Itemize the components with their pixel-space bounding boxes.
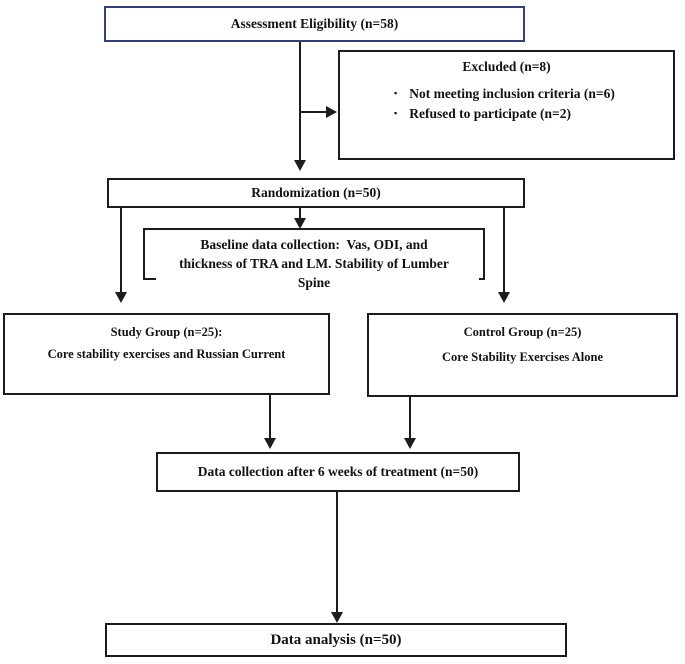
arrow-collection-to-analysis-line (336, 492, 338, 613)
arrow-randomization-to-control-head-icon (498, 292, 510, 303)
arrow-randomization-to-baseline-head-icon (294, 218, 306, 229)
excluded-item: ▪ Refused to participate (n=2) (394, 104, 673, 124)
data-collection-label: Data collection after 6 weeks of treatme… (197, 464, 479, 479)
excluded-item-label: Not meeting inclusion criteria (n=6) (409, 86, 615, 101)
arrow-assessment-to-randomization-line (299, 42, 301, 161)
excluded-item: ▪ Not meeting inclusion criteria (n=6) (394, 84, 673, 104)
arrow-randomization-to-study-head-icon (115, 292, 127, 303)
control-group-subtitle: Core Stability Exercises Alone (442, 350, 603, 364)
randomization-box: Randomization (n=50) (107, 178, 525, 208)
study-group-box: Study Group (n=25): Core stability exerc… (3, 313, 330, 395)
arrow-control-to-collection-head-icon (404, 438, 416, 449)
arrow-randomization-to-study-line (120, 208, 122, 293)
randomization-label: Randomization (n=50) (251, 185, 381, 200)
assessment-eligibility-box: Assessment Eligibility (n=58) (104, 6, 525, 42)
assessment-eligibility-label: Assessment Eligibility (n=58) (230, 16, 399, 31)
arrow-control-to-collection-line (409, 397, 411, 439)
control-group-title: Control Group (n=25) (463, 325, 582, 339)
bullet-square-icon: ▪ (394, 88, 398, 98)
data-analysis-label: Data analysis (n=50) (270, 632, 402, 648)
baseline-line-1: Baseline data collection: Vas, ODI, and (145, 235, 483, 254)
study-group-title: Study Group (n=25): (110, 325, 223, 339)
arrow-to-excluded-line (300, 111, 328, 113)
arrow-randomization-to-baseline-line (299, 208, 301, 219)
data-analysis-box: Data analysis (n=50) (105, 623, 567, 657)
baseline-line-3: Spine (145, 273, 483, 292)
arrow-assessment-to-randomization-head-icon (294, 160, 306, 171)
excluded-list: ▪ Not meeting inclusion criteria (n=6) ▪ R… (340, 84, 673, 123)
excluded-title: Excluded (n=8) (462, 59, 551, 74)
arrow-collection-to-analysis-head-icon (331, 612, 343, 623)
arrow-randomization-to-control-line (503, 208, 505, 293)
baseline-line-2: thickness of TRA and LM. Stability of Lu… (145, 254, 483, 273)
bullet-square-icon: ▪ (394, 107, 398, 118)
arrow-study-to-collection-line (269, 395, 271, 439)
baseline-border-stub (479, 278, 485, 280)
arrow-study-to-collection-head-icon (264, 438, 276, 449)
baseline-border-stub (143, 278, 156, 280)
baseline-data-box: Baseline data collection: Vas, ODI, and … (143, 228, 485, 292)
excluded-item-label: Refused to participate (n=2) (409, 105, 571, 121)
study-group-subtitle: Core stability exercises and Russian Cur… (47, 347, 286, 361)
control-group-box: Control Group (n=25) Core Stability Exer… (367, 313, 678, 397)
data-collection-box: Data collection after 6 weeks of treatme… (156, 452, 520, 492)
arrow-to-excluded-head-icon (326, 106, 337, 118)
excluded-box: Excluded (n=8) ▪ Not meeting inclusion cr… (338, 50, 675, 160)
